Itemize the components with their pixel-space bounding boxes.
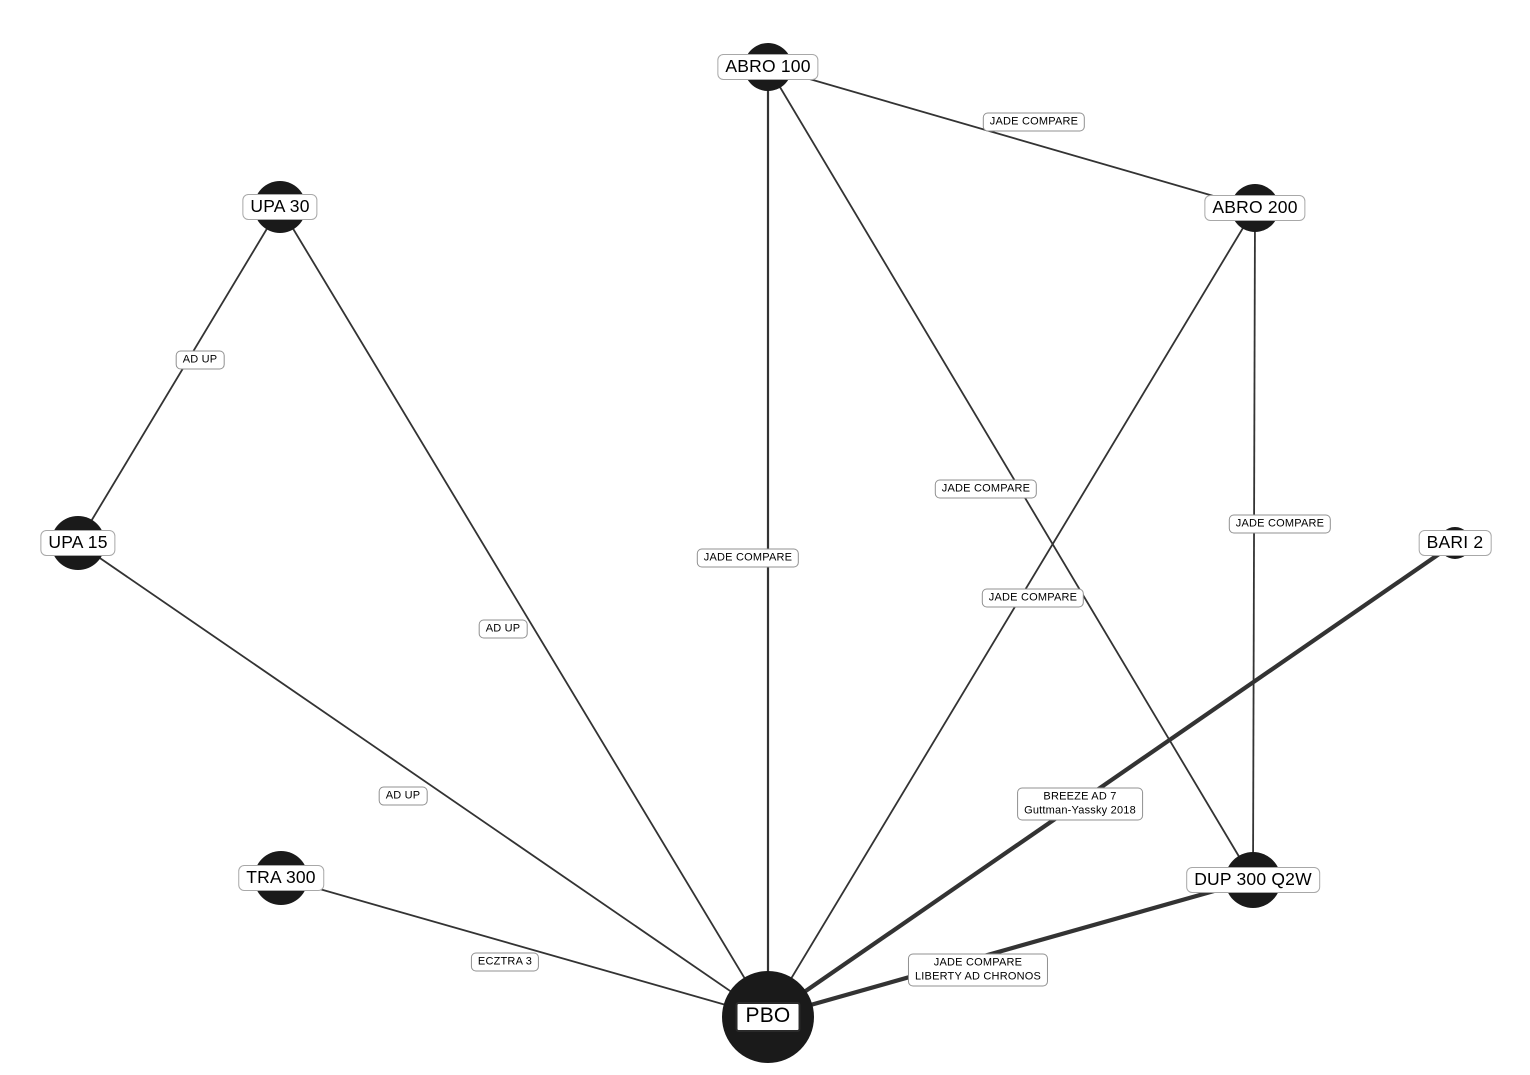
edge-ABRO100-DUP300Q2W (767, 66, 1254, 881)
node-ABRO200 (1231, 184, 1279, 232)
edge-PBO-BARI2 (766, 541, 1457, 1019)
edge-ABRO200-DUP300Q2W (1252, 207, 1256, 881)
node-DUP300Q2W (1225, 852, 1281, 908)
edge-PBO-UPA15 (77, 542, 769, 1018)
nodes-layer (51, 43, 1471, 1063)
node-ABRO100 (744, 43, 792, 91)
edge-PBO-TRA300 (280, 877, 769, 1018)
node-UPA15 (51, 516, 105, 570)
node-UPA30 (254, 181, 306, 233)
edge-UPA30-UPA15 (77, 206, 281, 544)
node-BARI2 (1439, 527, 1471, 559)
edge-PBO-ABRO200 (767, 207, 1256, 1018)
edge-ABRO100-ABRO200 (767, 66, 1256, 209)
edges-layer (77, 66, 1457, 1020)
edge-PBO-DUP300Q2W (767, 877, 1254, 1020)
node-TRA300 (254, 851, 308, 905)
node-PBO (722, 971, 814, 1063)
edge-PBO-UPA30 (279, 206, 769, 1018)
